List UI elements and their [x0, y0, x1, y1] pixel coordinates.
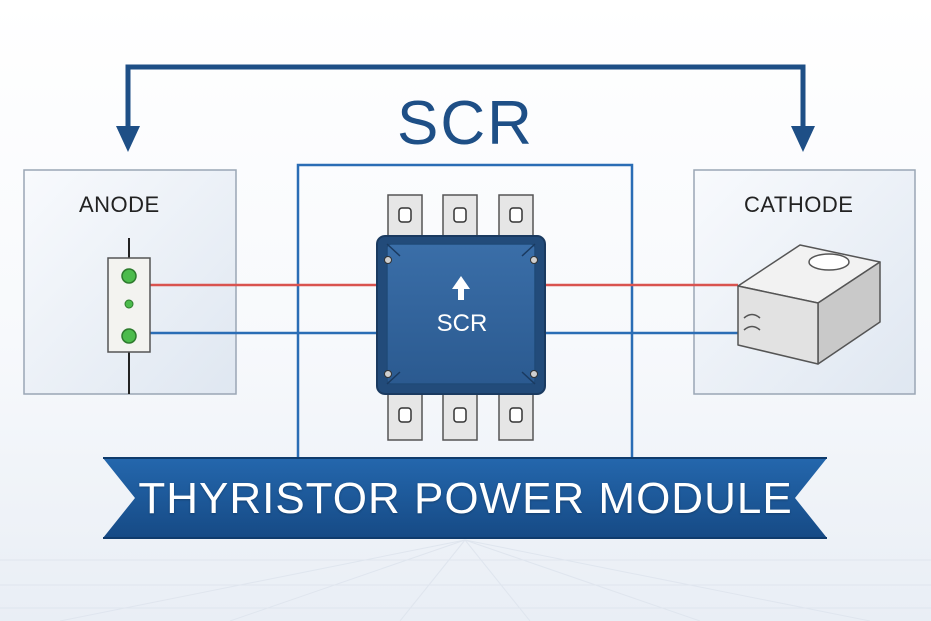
scr-module [376, 235, 546, 395]
floor-grid [0, 539, 931, 621]
indicator-led-bottom [121, 328, 137, 344]
banner-title: THYRISTOR POWER MODULE [138, 474, 793, 523]
module-bottom-terminals [387, 389, 534, 441]
cathode-label: CATHODE [744, 192, 854, 217]
feedback-arrow [116, 64, 815, 152]
diagram-title: SCR [397, 89, 534, 158]
indicator-led-middle [124, 299, 134, 309]
wires [150, 283, 738, 335]
module-label: SCR [436, 310, 488, 337]
module-screws [384, 256, 538, 378]
anode-label: ANODE [79, 192, 160, 217]
indicator-led-top [121, 268, 137, 284]
up-arrow-icon [452, 276, 470, 300]
anode-terminal-strip [107, 238, 151, 394]
banner-ribbon [103, 457, 827, 539]
cathode-block [737, 244, 881, 365]
